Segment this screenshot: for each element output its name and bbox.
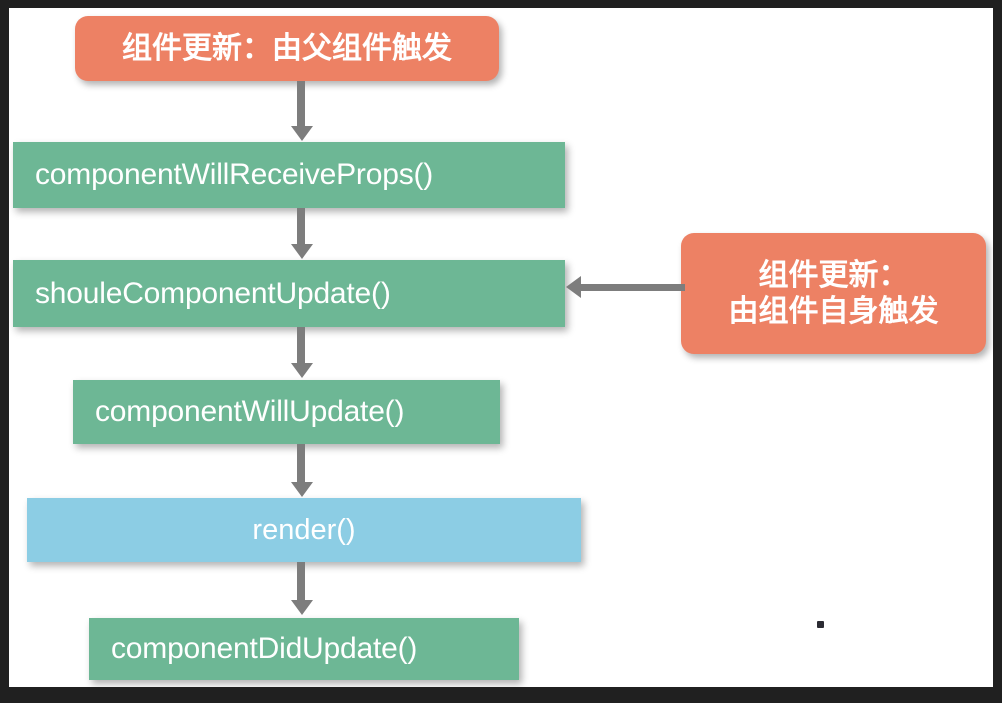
- node-render[interactable]: render(): [27, 498, 581, 562]
- diagram-canvas: 组件更新：由父组件触发 componentWillReceiveProps() …: [9, 8, 993, 687]
- node-component-will-update[interactable]: componentWillUpdate(): [73, 380, 500, 444]
- node-self-trigger[interactable]: 组件更新： 由组件自身触发: [681, 233, 986, 354]
- arrowhead-left-icon: [566, 276, 581, 298]
- node-component-will-receive-props[interactable]: componentWillReceiveProps(): [13, 142, 565, 208]
- stray-dot-mark: [817, 621, 824, 628]
- arrowhead-down-icon: [291, 600, 313, 615]
- node-self-trigger-label: 组件更新： 由组件自身触发: [728, 259, 939, 328]
- node-component-did-update[interactable]: componentDidUpdate(): [89, 618, 519, 680]
- node-should-component-update-label: shouleComponentUpdate(): [35, 276, 391, 310]
- arrow-render-to-cdu: [297, 562, 305, 602]
- node-parent-trigger-label: 组件更新：由父组件触发: [122, 31, 452, 65]
- node-component-will-receive-props-label: componentWillReceiveProps(): [35, 158, 434, 192]
- node-component-did-update-label: componentDidUpdate(): [111, 632, 418, 666]
- node-render-label: render(): [252, 513, 356, 546]
- node-parent-trigger[interactable]: 组件更新：由父组件触发: [75, 16, 499, 81]
- node-component-will-update-label: componentWillUpdate(): [95, 395, 405, 429]
- arrowhead-down-icon: [291, 244, 313, 259]
- arrowhead-down-icon: [291, 482, 313, 497]
- arrow-cwrp-to-scu: [297, 208, 305, 246]
- arrow-parent-trigger-to-cwrp: [297, 81, 305, 128]
- arrow-self-trigger-to-scu: [581, 284, 685, 291]
- arrow-scu-to-cwu: [297, 327, 305, 365]
- node-should-component-update[interactable]: shouleComponentUpdate(): [13, 260, 565, 327]
- arrowhead-down-icon: [291, 126, 313, 141]
- arrowhead-down-icon: [291, 363, 313, 378]
- arrow-cwu-to-render: [297, 444, 305, 484]
